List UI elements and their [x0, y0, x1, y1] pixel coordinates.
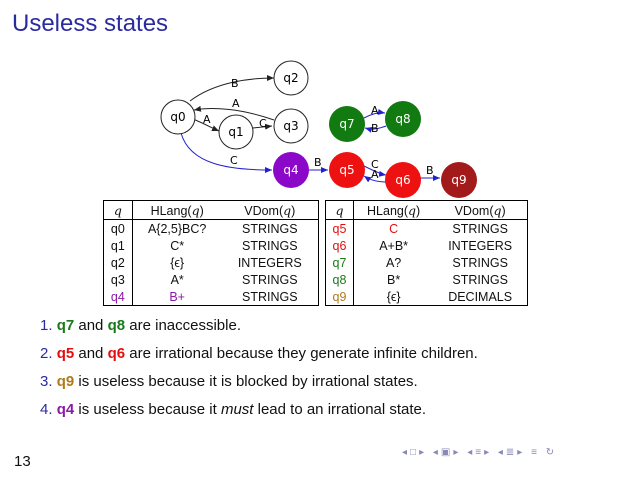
nav-align-icon[interactable]: ≡: [531, 447, 540, 458]
nav-prev-doc-icon[interactable]: ◂: [497, 447, 506, 458]
nav-next-subsection-icon[interactable]: ▸: [484, 447, 493, 458]
table-row: q7 A? STRINGS: [332, 254, 508, 271]
nav-next-frame-icon[interactable]: ▸: [419, 447, 428, 458]
state-q6: q6: [385, 162, 421, 198]
list-item: 2. q5 and q6 are irrational because they…: [40, 345, 478, 362]
beamer-navigation[interactable]: ◂□▸ ◂▣▸ ◂≡▸ ◂≣▸ ≡ ↻: [402, 447, 557, 458]
edge-label-q6-q5: A: [371, 168, 379, 181]
edge-q3-q0: [193, 105, 275, 121]
state-table-right: q HLang(q) VDom(q) q5 C STRINGS q6 A+B* …: [325, 200, 528, 306]
col-header-vdom: VDom(q): [221, 200, 319, 220]
edge-label-q4-q5: B: [314, 156, 322, 169]
svg-text:q5: q5: [339, 163, 354, 177]
table-row: q4 B+ STRINGS: [103, 288, 319, 306]
state-q0: q0: [160, 99, 196, 135]
edge-q8-q7: [364, 125, 387, 133]
svg-text:q7: q7: [339, 117, 354, 131]
svg-text:q8: q8: [395, 112, 410, 126]
table-row: q6 A+B* INTEGERS: [332, 237, 513, 254]
edge-label-q0-q4: C: [230, 154, 238, 167]
nav-frame-icon[interactable]: □: [410, 447, 420, 458]
edge-q0-q1: [192, 118, 220, 132]
svg-text:q4: q4: [283, 163, 298, 177]
table-row: q2 {ϵ} INTEGERS: [110, 254, 302, 271]
svg-text:q0: q0: [170, 110, 185, 124]
list-item: 3. q9 is useless because it is blocked b…: [40, 373, 418, 390]
edge-label-q6-q9: B: [426, 164, 434, 177]
nav-doc-icon[interactable]: ≣: [505, 447, 518, 458]
state-q4: q4: [273, 152, 309, 188]
table-row: q9 {ϵ} DECIMALS: [325, 288, 528, 306]
state-q9: q9: [441, 162, 477, 198]
edge-label-q1-q3: C: [259, 117, 267, 130]
nav-prev-frame-icon[interactable]: ◂: [402, 447, 411, 458]
svg-text:q3: q3: [283, 119, 298, 133]
col-header-q: q: [325, 200, 354, 220]
state-q1: q1: [218, 114, 254, 150]
state-q8: q8: [385, 101, 421, 137]
state-q3: q3: [273, 108, 309, 144]
edge-q6-q5: [363, 175, 387, 183]
table-row: q1 C* STRINGS: [110, 237, 298, 254]
state-q5: q5: [329, 152, 365, 188]
nav-next-doc-icon[interactable]: ▸: [517, 447, 526, 458]
explanation-list: 1. q7 and q8 are inaccessible. 2. q5 and…: [40, 317, 478, 429]
nav-subsection-icon[interactable]: ≡: [475, 447, 485, 458]
state-table-left: q HLang(q) VDom(q) q0 A{2,5}BC? STRINGS …: [103, 200, 319, 306]
edge-label-q0-q1: A: [203, 113, 211, 126]
table-row: q5 C STRINGS: [325, 219, 528, 237]
svg-text:q1: q1: [228, 125, 243, 139]
state-q2: q2: [273, 60, 309, 96]
state-q7: q7: [329, 106, 365, 142]
edge-q0-q2: [189, 75, 275, 102]
edge-q1-q3: [252, 123, 273, 130]
col-header-hlang: HLang(q): [131, 200, 222, 220]
nav-prev-subsection-icon[interactable]: ◂: [467, 447, 476, 458]
edge-q5-q6: [363, 165, 387, 177]
edge-label-q5-q6: C: [371, 158, 379, 171]
edge-label-q3-q0: A: [232, 97, 240, 110]
table-row: q0 A{2,5}BC? STRINGS: [103, 219, 319, 237]
col-header-vdom: VDom(q): [433, 200, 528, 220]
nav-prev-section-icon[interactable]: ◂: [432, 447, 441, 458]
table-row: q8 B* STRINGS: [332, 271, 508, 288]
col-header-q: q: [103, 200, 133, 220]
nav-search-icon[interactable]: ↻: [545, 447, 558, 458]
svg-text:q6: q6: [395, 173, 410, 187]
list-item: 4. q4 is useless because it must lead to…: [40, 401, 427, 418]
nav-section-icon[interactable]: ▣: [440, 447, 454, 458]
table-row: q3 A* STRINGS: [110, 271, 298, 288]
automaton-diagram: B A A C C B C A A B B q0 q1 q2 q3 q4 q5 …: [160, 60, 477, 198]
slide-title: Useless states: [12, 10, 169, 37]
edge-label-q0-q2: B: [231, 77, 239, 90]
edge-q0-q4: [180, 132, 273, 173]
svg-text:q2: q2: [283, 71, 298, 85]
edge-label-q8-q7: B: [371, 122, 379, 135]
list-item: 1. q7 and q8 are inaccessible.: [40, 317, 241, 334]
svg-text:q9: q9: [451, 173, 466, 187]
col-header-hlang: HLang(q): [352, 200, 434, 220]
nav-next-section-icon[interactable]: ▸: [453, 447, 462, 458]
edge-q7-q8: [363, 109, 386, 119]
edge-label-q7-q8: A: [371, 104, 379, 117]
page-number: 13: [14, 453, 31, 470]
